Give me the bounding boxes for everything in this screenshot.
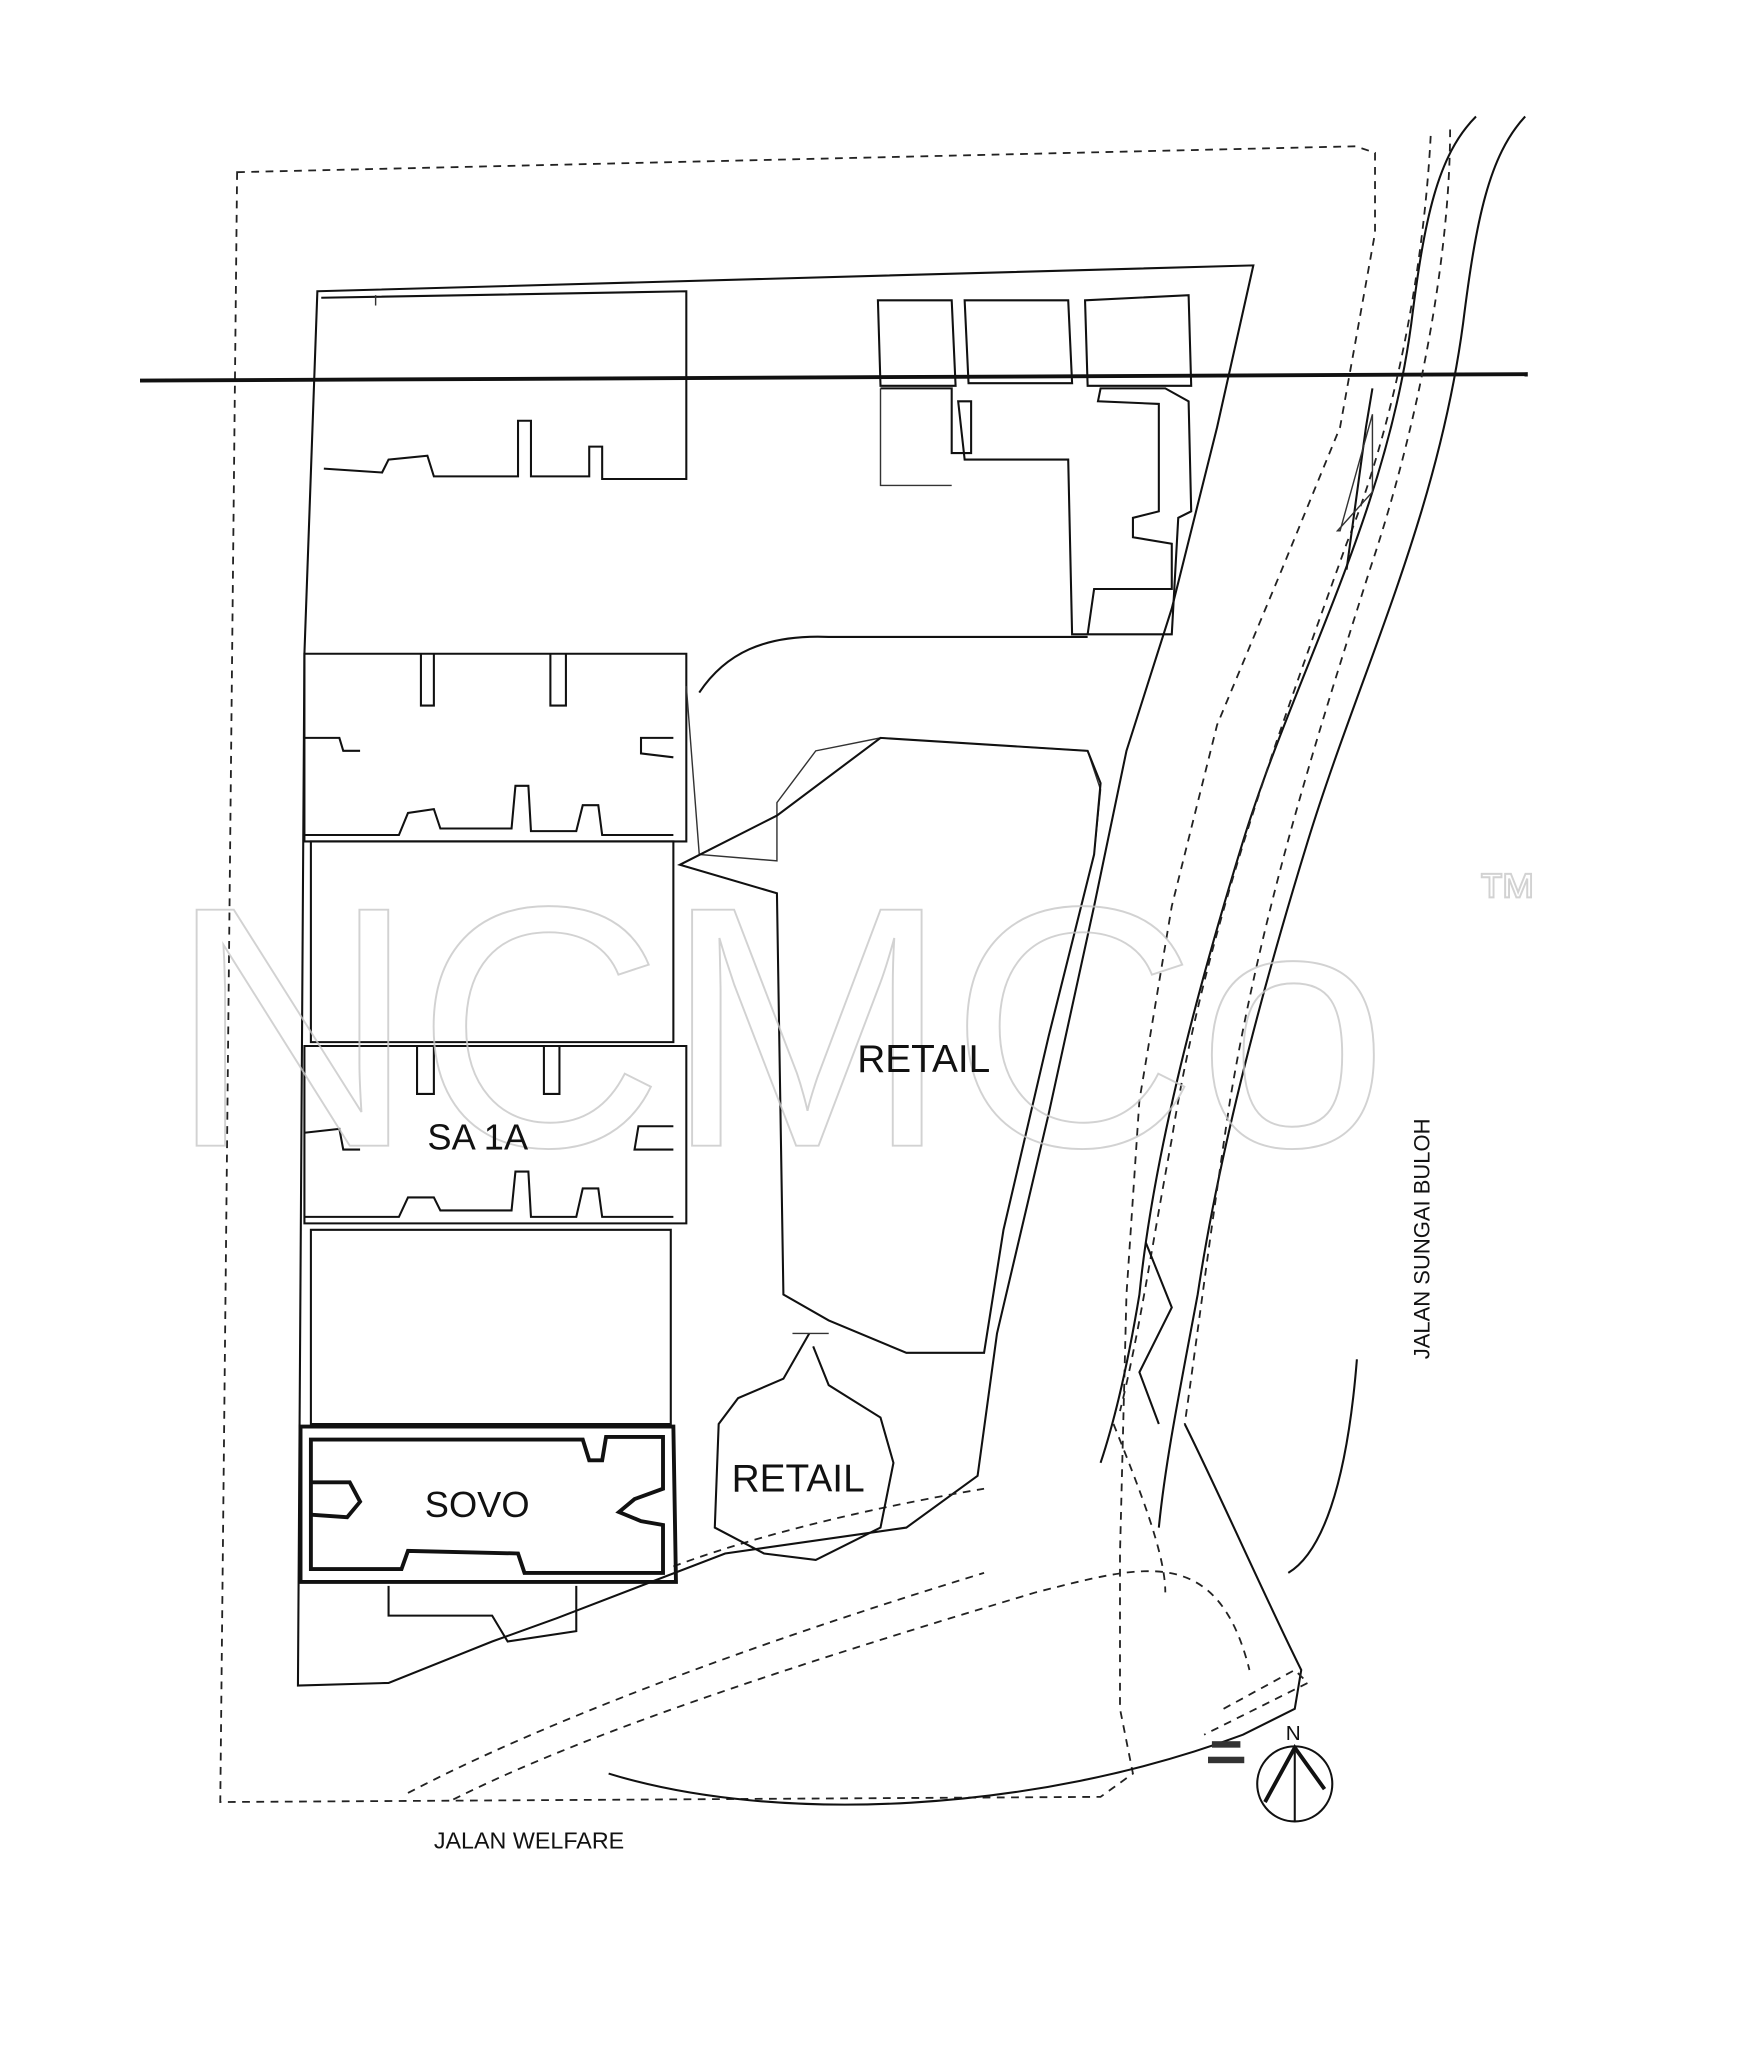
road-lines [407,115,1526,1806]
label-jalan-welfare: JALAN WELFARE [434,1828,624,1854]
sa1a-block [303,652,1102,1426]
sovo-block [298,1424,678,1643]
north-block [321,290,1193,694]
north-arrow-icon: N [1208,1722,1334,1823]
label-retail-small: RETAIL [732,1457,865,1500]
label-jalan-sungai-buloh: JALAN SUNGAI BULOH [1409,1118,1434,1359]
label-sovo: SOVO [425,1484,530,1525]
label-sa1a: SA 1A [427,1117,529,1158]
reference-line [140,372,1528,383]
retail-main-outline [677,736,1102,1354]
watermark: NCMCo [168,835,1388,1219]
watermark-tm: ™ [1476,862,1538,931]
lot-boundary [219,145,1376,1803]
label-retail-main: RETAIL [857,1038,990,1081]
site-boundary [296,264,1255,1687]
svg-text:N: N [1286,1722,1301,1745]
retail-small-outline [713,1332,895,1562]
